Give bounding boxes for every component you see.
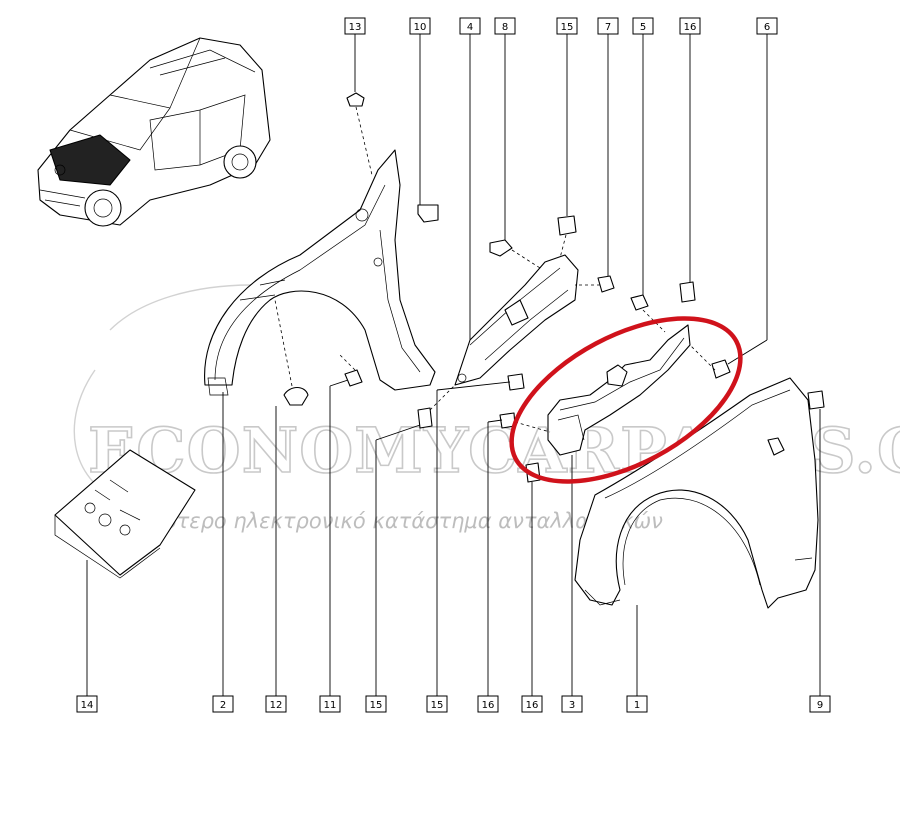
clip-13-icon bbox=[346, 92, 365, 107]
svg-text:15: 15 bbox=[561, 22, 574, 33]
bolt-11-icon bbox=[344, 369, 363, 387]
svg-text:15: 15 bbox=[431, 700, 444, 711]
svg-text:7: 7 bbox=[605, 22, 611, 33]
callout-11[interactable]: 11 bbox=[319, 695, 341, 713]
svg-text:9: 9 bbox=[817, 700, 823, 711]
svg-text:16: 16 bbox=[482, 700, 495, 711]
part-2-wheel-arch-liner bbox=[204, 149, 436, 396]
svg-text:10: 10 bbox=[414, 22, 427, 33]
fastener-kit-box-icon bbox=[54, 449, 196, 579]
callout-15-bottom-b[interactable]: 15 bbox=[426, 695, 448, 713]
callout-1[interactable]: 1 bbox=[626, 695, 648, 713]
callout-3[interactable]: 3 bbox=[561, 695, 583, 713]
svg-text:3: 3 bbox=[569, 700, 575, 711]
part-3-support-bracket bbox=[547, 324, 691, 456]
clip-15-lower-a-icon bbox=[417, 407, 433, 429]
callout-10[interactable]: 10 bbox=[409, 17, 431, 35]
clip-16-top-icon bbox=[679, 281, 696, 303]
callout-16-bottom-a[interactable]: 16 bbox=[477, 695, 499, 713]
watermark-tagline: φθηνότερο ηλεκτρονικό κατάστημα ανταλλακ… bbox=[112, 509, 663, 533]
callout-2[interactable]: 2 bbox=[212, 695, 234, 713]
callout-8[interactable]: 8 bbox=[494, 17, 516, 35]
callout-labels: 13 10 4 8 15 7 5 16 6 14 2 12 11 15 15 1… bbox=[76, 17, 831, 713]
grommet-6-icon bbox=[711, 359, 731, 379]
clip-9-icon bbox=[807, 390, 825, 410]
push-clip-12-icon bbox=[283, 386, 309, 406]
part-4-bracket bbox=[454, 254, 579, 386]
callout-6[interactable]: 6 bbox=[756, 17, 778, 35]
svg-text:5: 5 bbox=[640, 22, 646, 33]
leader-lines bbox=[86, 34, 821, 696]
callout-12[interactable]: 12 bbox=[265, 695, 287, 713]
svg-text:6: 6 bbox=[764, 22, 770, 33]
svg-text:16: 16 bbox=[526, 700, 539, 711]
clip-15-lower-b-icon bbox=[507, 373, 525, 391]
callout-7[interactable]: 7 bbox=[597, 17, 619, 35]
callout-13[interactable]: 13 bbox=[344, 17, 366, 35]
svg-text:12: 12 bbox=[270, 700, 283, 711]
highlight-circle bbox=[509, 316, 743, 484]
svg-text:13: 13 bbox=[349, 22, 362, 33]
callout-14[interactable]: 14 bbox=[76, 695, 98, 713]
callout-5[interactable]: 5 bbox=[632, 17, 654, 35]
bolt-8-icon bbox=[489, 239, 513, 257]
callout-4[interactable]: 4 bbox=[459, 17, 481, 35]
callout-15-top[interactable]: 15 bbox=[556, 17, 578, 35]
svg-text:15: 15 bbox=[370, 700, 383, 711]
bolt-7-icon bbox=[597, 275, 615, 293]
clip-10-icon bbox=[417, 204, 439, 223]
svg-text:16: 16 bbox=[684, 22, 697, 33]
callout-16-bottom-b[interactable]: 16 bbox=[521, 695, 543, 713]
svg-text:11: 11 bbox=[324, 700, 337, 711]
svg-text:1: 1 bbox=[634, 700, 640, 711]
svg-text:8: 8 bbox=[502, 22, 508, 33]
callout-16-top[interactable]: 16 bbox=[679, 17, 701, 35]
callout-15-bottom-a[interactable]: 15 bbox=[365, 695, 387, 713]
svg-text:14: 14 bbox=[81, 700, 94, 711]
callout-9[interactable]: 9 bbox=[809, 695, 831, 713]
bolt-5-icon bbox=[630, 294, 649, 311]
clip-15-top-icon bbox=[557, 215, 577, 236]
vehicle-illustration bbox=[37, 37, 271, 227]
svg-text:4: 4 bbox=[467, 22, 473, 33]
svg-text:2: 2 bbox=[220, 700, 226, 711]
